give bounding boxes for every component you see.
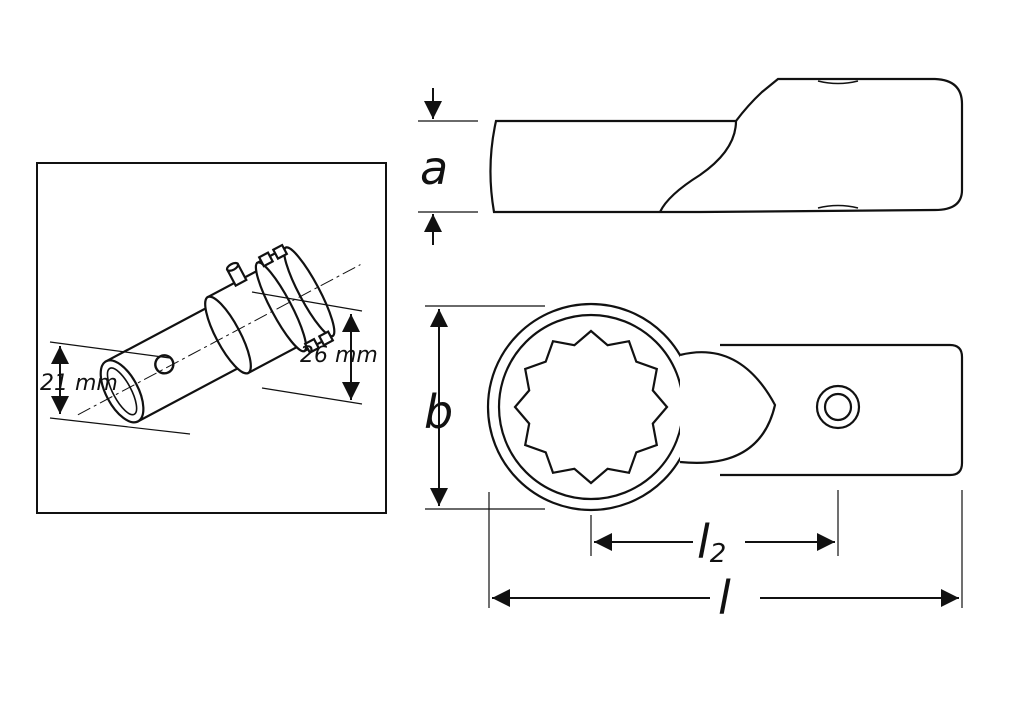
label-21mm: 21 mm: [40, 371, 118, 396]
twelve-point-bore: [513, 329, 669, 485]
ext-line: [49, 341, 171, 359]
label-l2-main: l: [697, 515, 710, 569]
shank-hole-inner: [823, 392, 853, 422]
inset-view: 21 mm 26 mm: [36, 162, 387, 514]
label-l: l: [718, 571, 731, 625]
plan-view: [486, 302, 964, 512]
label-b: b: [424, 385, 453, 439]
side-view: [489, 77, 964, 214]
neck: [679, 351, 777, 464]
dimension-a: a: [418, 88, 478, 245]
side-detail: [817, 80, 859, 85]
spigot-3d: [77, 243, 361, 424]
label-26mm: 26 mm: [300, 343, 378, 368]
side-transition: [659, 120, 738, 213]
side-detail: [817, 204, 859, 209]
dimension-l2: l2: [590, 490, 839, 569]
inset-frame: [36, 162, 387, 514]
label-l2: l2: [697, 515, 726, 569]
dimension-l: l: [488, 490, 963, 625]
ext-line: [251, 291, 363, 312]
ext-line: [49, 417, 191, 435]
label-a: a: [420, 141, 448, 195]
dimension-b: b: [424, 305, 545, 510]
side-outline: [489, 77, 964, 214]
label-l2-sub: 2: [710, 539, 727, 569]
ext-line: [261, 387, 363, 405]
